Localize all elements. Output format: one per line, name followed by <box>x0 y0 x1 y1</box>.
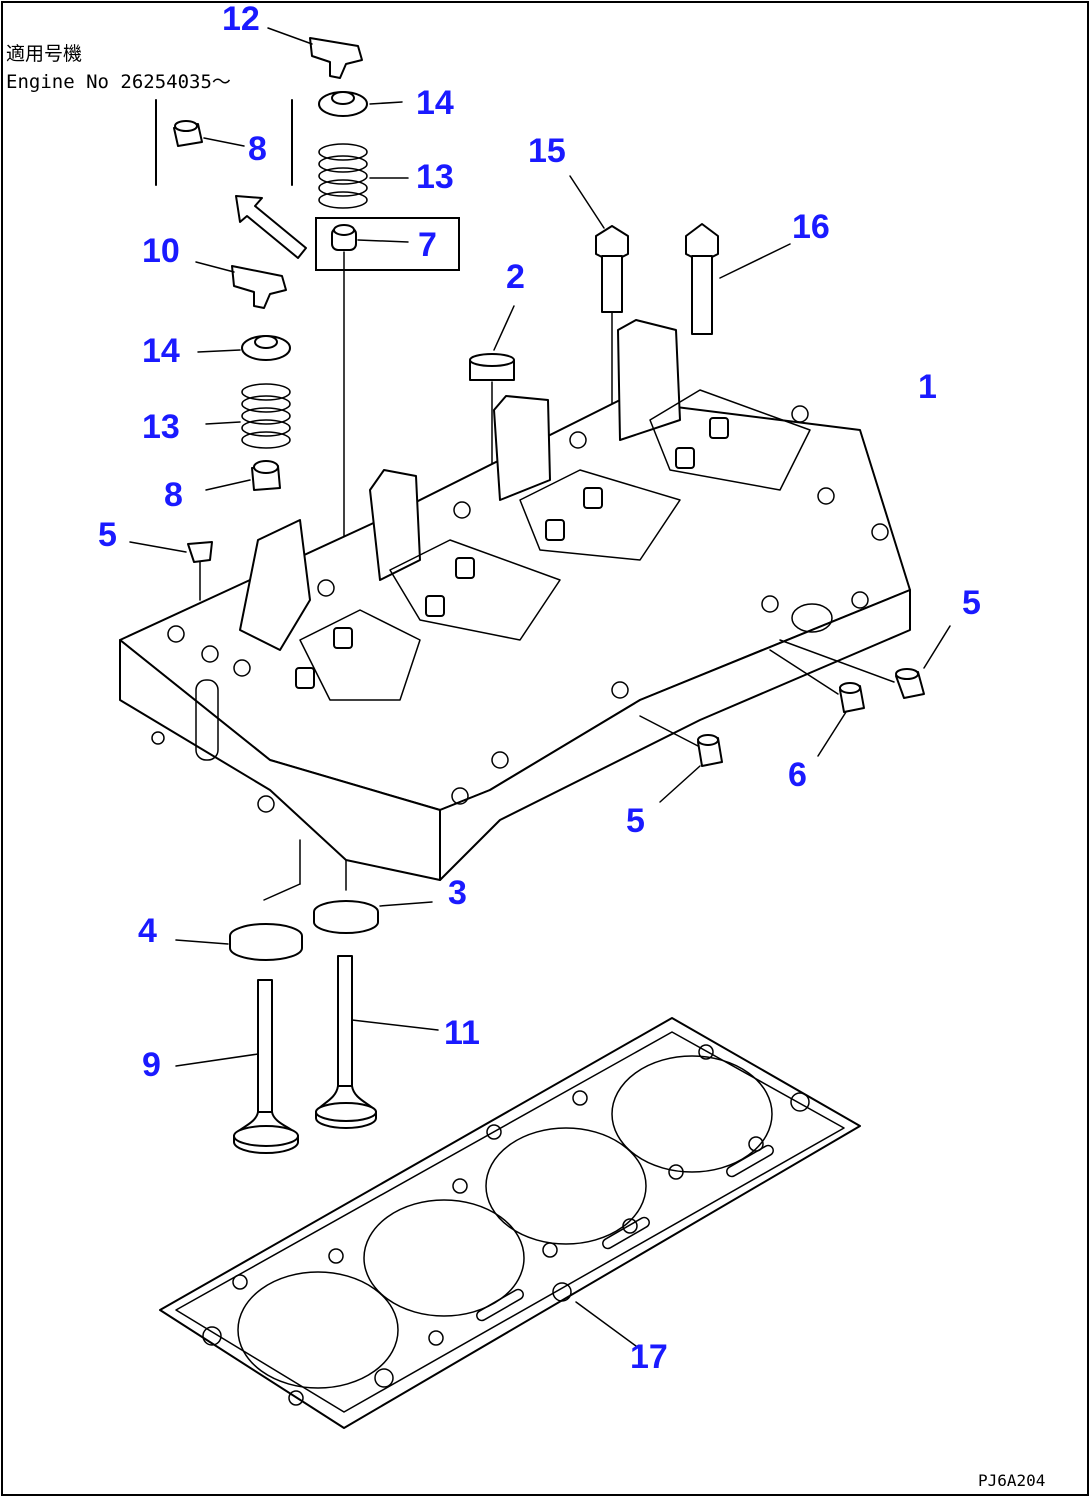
valve-bridge-lower <box>195 261 287 309</box>
applicable-note-jp: 適用号機 <box>6 43 82 65</box>
callout-11: 11 <box>444 1014 480 1052</box>
plug-right <box>779 625 951 699</box>
callout-1: 1 <box>918 368 937 406</box>
spring-retainer-upper <box>318 91 403 117</box>
valve-spring-upper <box>318 143 409 209</box>
spring-retainer-lower <box>197 335 291 361</box>
head-bolt-long <box>685 223 791 335</box>
callout-2: 2 <box>506 258 525 296</box>
callout-13-lower: 13 <box>142 408 180 446</box>
callout-6: 6 <box>788 756 807 794</box>
engine-number-note: Engine No 26254035～ <box>6 71 231 93</box>
callout-14-lower: 14 <box>142 332 180 370</box>
callout-8-upper: 8 <box>248 130 267 168</box>
valve-seat-insert-exhaust <box>313 900 433 934</box>
callout-12: 12 <box>222 0 260 38</box>
plug-small <box>769 649 865 757</box>
valve-bridge-upper <box>267 27 363 79</box>
callout-9: 9 <box>142 1046 161 1084</box>
direction-arrow-icon <box>235 195 307 259</box>
callout-14-upper: 14 <box>416 84 454 122</box>
head-gasket <box>159 1017 861 1429</box>
callout-8-lower: 8 <box>164 476 183 514</box>
drawing-code: PJ6A204 <box>978 1471 1045 1490</box>
callout-5-front: 5 <box>626 802 645 840</box>
valve-stem-seal-detail <box>173 120 245 147</box>
cylinder-head <box>119 319 911 901</box>
valve-seat-insert-intake <box>175 923 303 961</box>
head-bolt-short <box>569 175 629 441</box>
callout-3: 3 <box>448 874 467 912</box>
exhaust-valve <box>315 955 439 1129</box>
plug-front <box>639 715 723 803</box>
callout-13-upper: 13 <box>416 158 454 196</box>
callout-10: 10 <box>142 232 180 270</box>
valve-stem-seal-lower <box>205 460 281 491</box>
plug-left <box>129 541 213 601</box>
callout-5-left: 5 <box>98 516 117 554</box>
valve-spring-lower <box>205 383 291 449</box>
callout-5-right: 5 <box>962 584 981 622</box>
callout-15: 15 <box>528 132 566 170</box>
intake-valve <box>175 979 299 1154</box>
callout-17: 17 <box>630 1338 668 1376</box>
callout-7: 7 <box>418 226 437 264</box>
callout-16: 16 <box>792 208 830 246</box>
callout-4: 4 <box>138 912 157 950</box>
